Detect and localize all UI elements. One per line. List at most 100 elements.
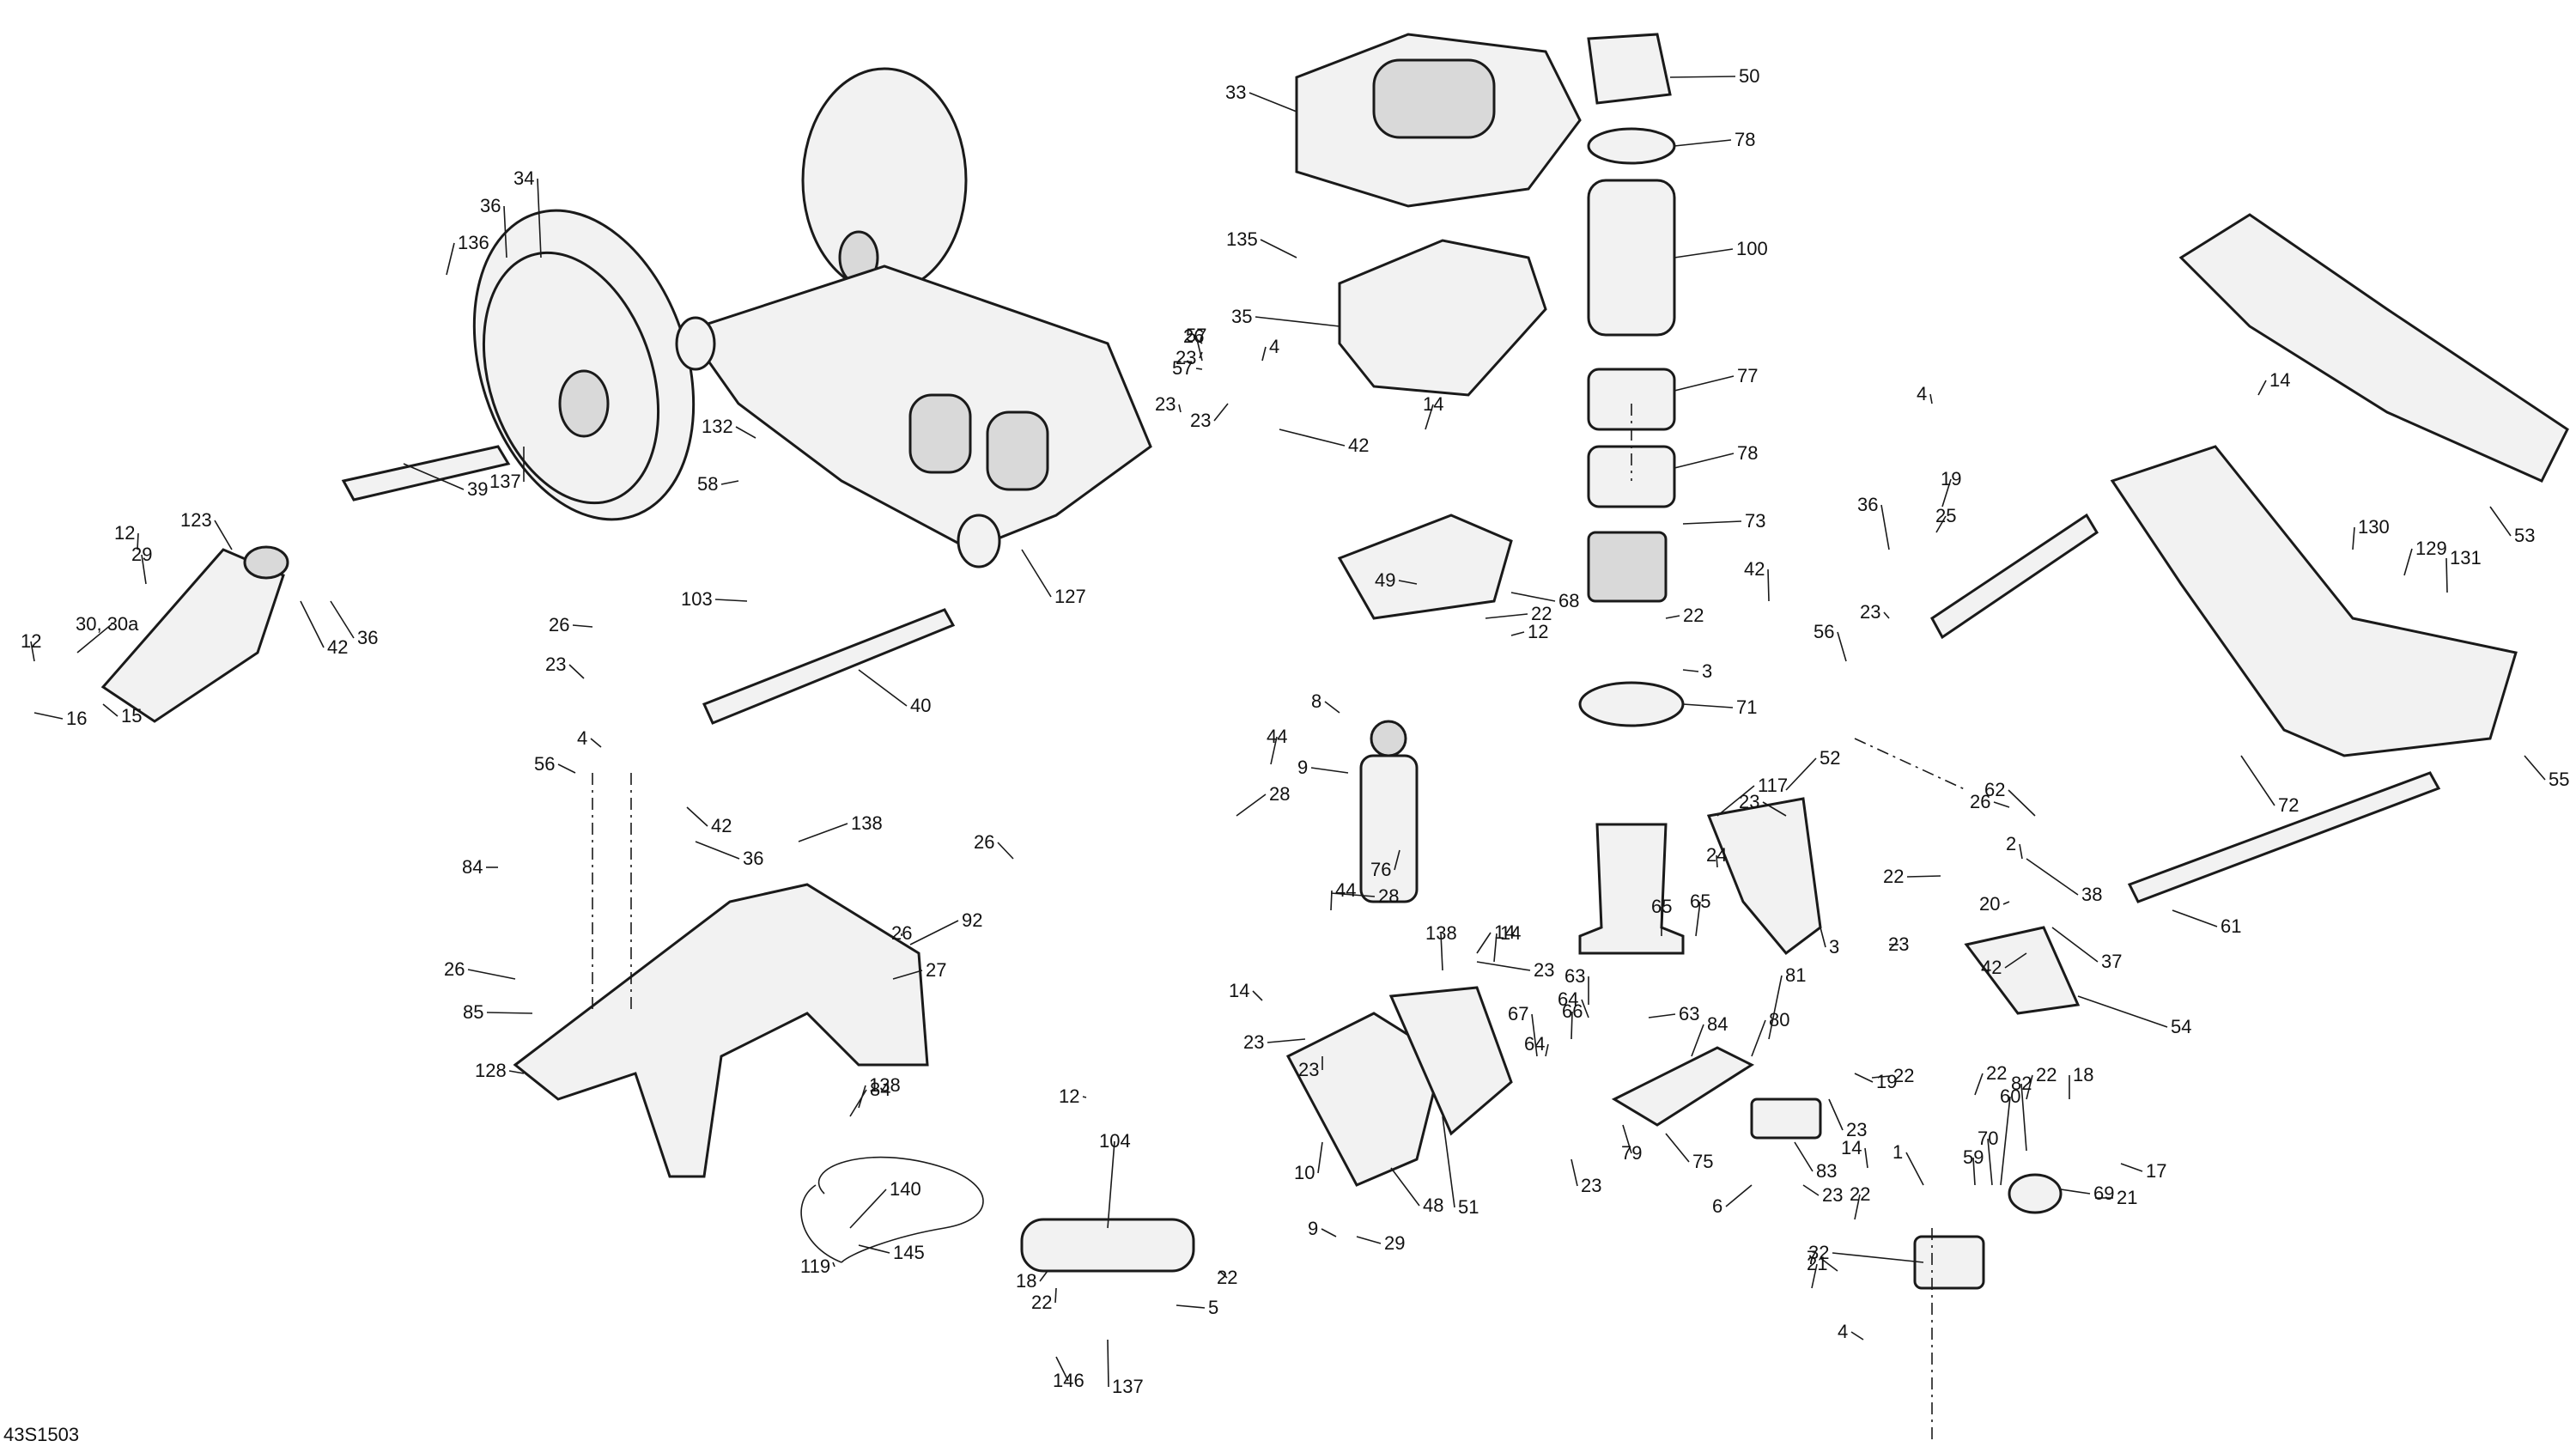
callout-number: 14 [1423,393,1443,415]
callout-leader-line [568,664,585,679]
callout-leader-line [2060,1189,2091,1195]
callout-leader-line [858,1085,866,1109]
callout-leader-line [590,738,602,748]
callout-number: 104 [1099,1130,1131,1152]
callout-number: 9 [1297,757,1308,778]
callout-leader-line [1476,932,1492,954]
callout-number: 29 [1384,1232,1405,1254]
cable-illustration [800,1156,984,1263]
callout-leader-line [1531,1013,1538,1057]
callout-number: 78 [1735,129,1755,150]
callout-number: 23 [1860,601,1880,623]
callout-number: 1 [1893,1141,1903,1163]
alignment-lines [592,404,1967,1443]
callout-leader-line [1317,1141,1323,1174]
callout-leader-line [1716,785,1755,817]
callout-leader-line [1974,1073,1984,1096]
callout-leader-line [330,600,355,639]
callout-leader-line [2445,557,2448,593]
callout-number: 22 [1683,605,1704,626]
callout-number: 84 [462,856,483,878]
callout-leader-line [1195,368,1203,370]
callout-leader-line [892,970,923,980]
callout-number: 84 [870,1079,890,1100]
callout-leader-line [1820,927,1826,948]
callout-leader-line [300,600,325,648]
wheel-hub-illustration [472,67,968,521]
spring-stack-illustration [1578,33,1685,955]
callout-number: 19 [1941,468,1961,489]
callout-number: 32 [1808,1242,1829,1263]
callout-leader-line [1864,1147,1868,1169]
callout-number: 132 [702,416,733,437]
callout-leader-line [1249,92,1297,112]
callout-number: 23 [1888,933,1909,955]
callout-number: 70 [1978,1128,1998,1149]
callout-number: 39 [467,478,488,500]
callout-leader-line [1691,1024,1704,1057]
callout-leader-line [1236,793,1267,817]
callout-number: 146 [1053,1370,1084,1391]
callout-number: 128 [475,1060,507,1081]
callout-number: 42 [1348,435,1369,456]
callout-leader-line [403,463,465,490]
callout-leader-line [2051,927,2099,963]
callout-number: 61 [2221,915,2241,937]
frame-123-illustration [513,883,929,1178]
callout-number: 5 [1208,1297,1218,1318]
callout-leader-line [1324,701,1340,714]
callout-number: 137 [489,471,521,492]
callout-number: 23 [1739,791,1759,812]
callout-leader-line [1767,568,1770,602]
callout-number: 63 [1679,1003,1699,1024]
callout-leader-line [1929,393,1933,404]
callout-leader-line [1255,316,1340,327]
callout-leader-line [849,1089,867,1117]
callout-number: 130 [2358,516,2390,538]
callout-leader-line [1267,1038,1306,1043]
callout-leader-line [508,1070,525,1074]
right-rail-illustration [2110,213,2569,757]
callout-leader-line [1321,1228,1337,1237]
callout-leader-line [1941,478,1952,508]
callout-number: 36 [743,848,763,869]
callout-number: 30, 30a [76,613,139,635]
callout-number: 27 [926,959,946,981]
callout-leader-line [1330,890,1333,911]
callout-number: 26 [549,614,569,635]
callout-number: 52 [1820,747,1840,769]
callout-number: 12 [1528,621,1548,642]
callout-leader-line [486,1012,533,1014]
callout-number: 6 [1712,1195,1722,1217]
callout-labels: 1233444456789910121212121414141414141516… [21,65,2569,1397]
callout-leader-line [1832,1252,1924,1263]
callout-leader-line [467,969,516,980]
callout-number: 138 [851,812,883,834]
callout-number: 14 [1500,922,1521,944]
callout-leader-line [1176,1304,1206,1309]
callout-number: 62 [1984,779,2005,800]
callout-leader-line [1107,1339,1109,1388]
callout-leader-line [33,712,64,720]
callout-number: 123 [180,509,212,531]
bracket-54-illustration [1964,926,2081,1015]
callout-leader-line [1802,1184,1820,1196]
callout-number: 26 [974,831,994,853]
callout-number: 23 [1176,347,1196,368]
callout-number: 3 [1702,660,1712,682]
callout-number: 33 [1225,82,1246,103]
callout-leader-line [141,554,147,585]
callout-leader-line [1880,504,1890,550]
callout-number: 66 [1562,1000,1583,1022]
plate-49-illustration [1337,514,1513,620]
callout-leader-line [572,624,593,628]
callout-number: 140 [890,1178,921,1200]
callout-number: 20 [1979,893,2000,915]
callout-number: 16 [66,708,87,729]
callout-number: 100 [1736,238,1768,259]
callout-leader-line [1828,1098,1844,1131]
callout-number: 138 [1425,922,1457,944]
callout-number: 42 [327,636,348,658]
callout-leader-line [1854,1073,1874,1083]
callout-number: 44 [1267,726,1287,747]
